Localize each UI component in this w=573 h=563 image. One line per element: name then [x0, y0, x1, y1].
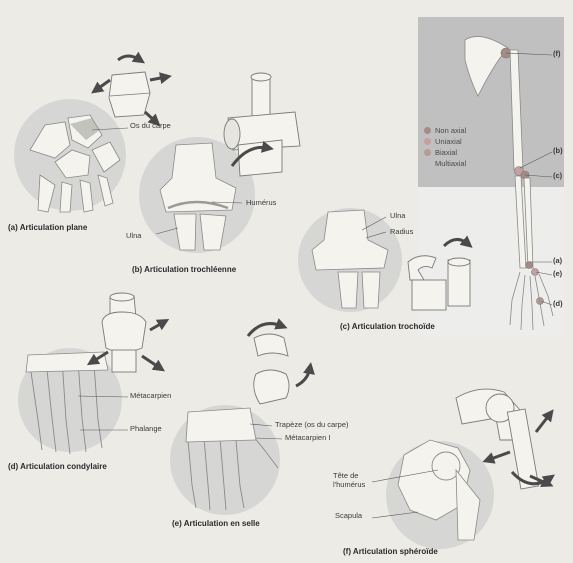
caption-b: (b) Articulation trochléenne	[132, 265, 236, 274]
legend-item-biaxial: Biaxial	[424, 148, 457, 157]
marker-f: (f)	[553, 50, 561, 59]
label-scapula: Scapula	[335, 512, 362, 521]
label-metacarpien: Métacarpien	[130, 392, 171, 401]
legend-dot-icon	[424, 127, 431, 134]
legend-dot-icon	[424, 138, 431, 145]
caption-c: (c) Articulation trochoïde	[340, 322, 435, 331]
panel-hinge-joint	[139, 73, 300, 253]
marker-e: (e)	[553, 270, 562, 279]
legend-item-uniaxial: Uniaxial	[424, 137, 462, 146]
marker-b: (b)	[553, 147, 563, 156]
marker-d: (d)	[553, 300, 563, 309]
marker-a: (a)	[553, 257, 562, 266]
caption-f: (f) Articulation sphéroïde	[343, 547, 438, 556]
label-os-du-carpe: Os du carpe	[130, 122, 171, 131]
label-metacarpien-1: Métacarpien I	[285, 434, 330, 443]
legend-item-multiaxial: Multiaxial	[435, 159, 466, 168]
caption-a: (a) Articulation plane	[8, 223, 87, 232]
panel-ball-socket-joint	[372, 389, 550, 549]
label-ulna-c: Ulna	[390, 212, 405, 221]
label-humerus: Humérus	[246, 199, 276, 208]
label-ulna-b: Ulna	[126, 232, 141, 241]
label-phalange: Phalange	[130, 425, 162, 434]
caption-e: (e) Articulation en selle	[172, 519, 260, 528]
legend-item-non-axial: Non axial	[424, 126, 466, 135]
caption-d: (d) Articulation condylaire	[8, 462, 107, 471]
marker-c: (c)	[553, 172, 562, 181]
legend-dot-icon	[424, 149, 431, 156]
label-trapeze: Trapèze (os du carpe)	[275, 421, 349, 430]
label-tete-humerus: Tête de l'humérus	[333, 472, 373, 489]
label-radius: Radius	[390, 228, 413, 237]
